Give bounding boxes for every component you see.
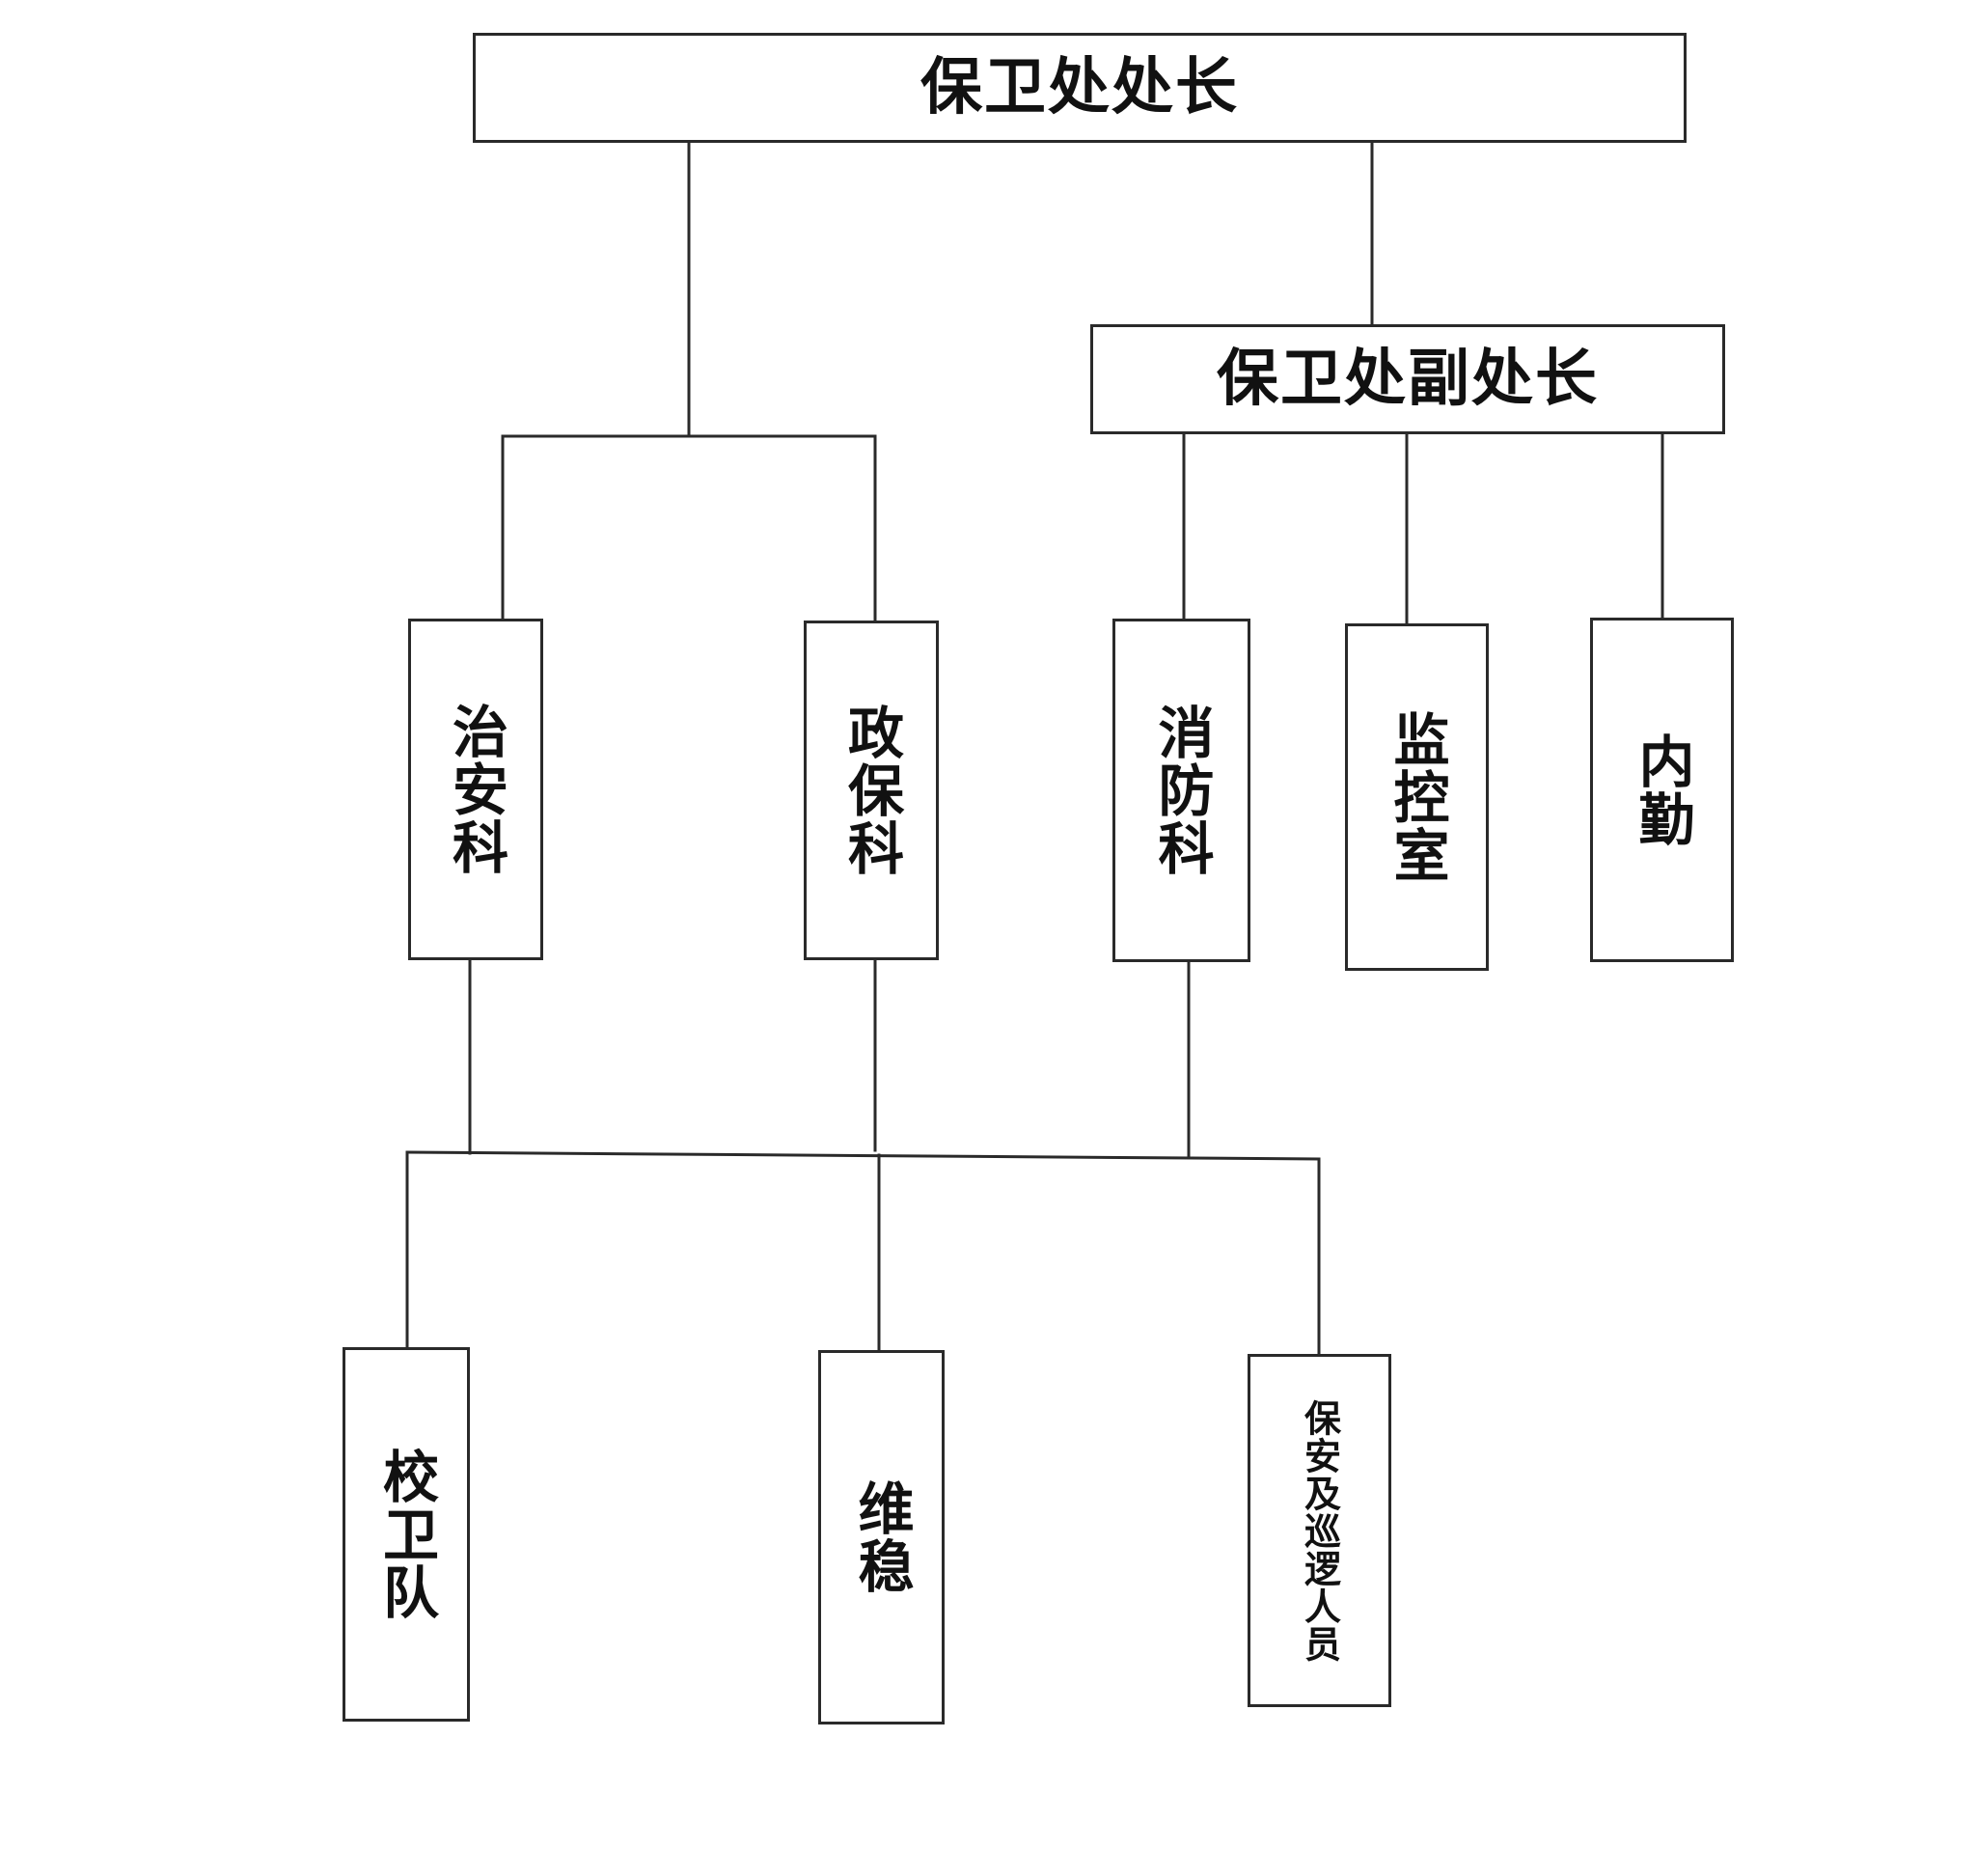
stability-maintenance-box: 维稳 (818, 1350, 945, 1724)
campus-guard-label: 校卫队 (373, 1448, 439, 1621)
political-security-section-box: 政保科 (804, 621, 939, 960)
connector-bottom-horizontal (405, 1150, 1321, 1161)
security-patrol-staff-box: 保安及巡逻人员 (1248, 1354, 1391, 1707)
director-box: 保卫处处长 (473, 33, 1687, 143)
internal-affairs-label: 内勤 (1629, 731, 1695, 848)
director-label: 保卫处处长 (920, 52, 1239, 124)
internal-affairs-box: 内勤 (1590, 618, 1734, 962)
stability-maintenance-label: 维稳 (848, 1479, 915, 1595)
deputy-director-box: 保卫处副处长 (1090, 324, 1725, 434)
fire-section-box: 消防科 (1112, 619, 1250, 962)
public-security-section-label: 治安科 (443, 703, 508, 876)
campus-guard-box: 校卫队 (343, 1347, 470, 1722)
monitoring-room-box: 监控室 (1345, 623, 1489, 971)
monitoring-room-label: 监控室 (1384, 710, 1450, 884)
deputy-director-label: 保卫处副处长 (1217, 344, 1599, 415)
fire-section-label: 消防科 (1148, 704, 1215, 877)
political-security-section-label: 政保科 (838, 704, 904, 877)
security-patrol-staff-label: 保安及巡逻人员 (1298, 1398, 1341, 1663)
public-security-section-box: 治安科 (408, 619, 543, 960)
